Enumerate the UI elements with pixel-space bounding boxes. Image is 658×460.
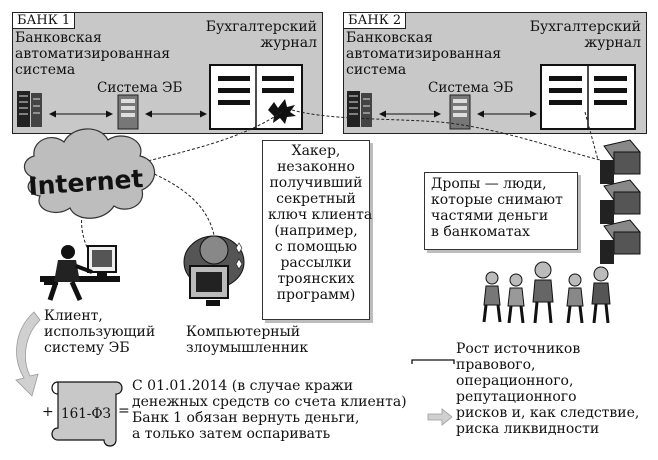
bank-2-journal-book-icon: [540, 64, 636, 130]
internet-cloud-icon: Internet: [23, 128, 156, 219]
bank-1-abs-label: Банковская автоматизированная система: [15, 30, 171, 78]
law-equals-sign: =: [118, 403, 130, 419]
law-scroll-icon: 161-ФЗ: [51, 381, 123, 447]
criminal-label: Компьютерный злоумышленник: [186, 324, 309, 356]
atm-icon-2: [600, 179, 641, 224]
bank-2-eb-label: Система ЭБ: [428, 80, 514, 96]
bank-1-journal-book-icon: [209, 64, 303, 130]
bank-1-eb-server-icon: [117, 94, 139, 130]
bank-1-journal-label: Бухгалтерский журнал: [205, 19, 317, 51]
atm-machines-icon: [600, 139, 641, 264]
atm-icon-1: [600, 139, 641, 184]
risks-bracket: [411, 359, 455, 364]
bank-2-abs-label: Банковская автоматизированная система: [346, 30, 502, 78]
drops-people-icon: [482, 261, 611, 324]
client-at-computer-icon: [40, 245, 120, 302]
atm-icon-3: [600, 219, 641, 264]
bank-2-tag: БАНК 2: [344, 13, 407, 29]
path-journal2-to-atms: [584, 111, 599, 161]
client-label: Клиент, использующий систему ЭБ: [44, 308, 156, 356]
bank-2-server-rack-icon: [347, 91, 372, 127]
law-text: С 01.01.2014 (в случае кражи денежных ср…: [132, 378, 407, 442]
law-scroll-label: 161-ФЗ: [61, 406, 111, 422]
bank-1-tag: БАНК 1: [13, 13, 76, 29]
bank-1-server-rack-icon: [17, 91, 42, 127]
computer-criminal-icon: [183, 235, 245, 306]
bank-2-journal-label: Бухгалтерский журнал: [529, 19, 641, 51]
person-icon-3: [532, 261, 554, 324]
person-icon-5: [591, 266, 611, 324]
hacker-callout: Хакер, незаконно получивший секретный кл…: [262, 140, 372, 320]
law-to-risks-arrow: [427, 408, 453, 426]
bank-2-eb-server-icon: [449, 94, 471, 130]
client-to-law-arrow: [15, 311, 41, 397]
path-internet-to-criminal: [149, 171, 216, 241]
bank-1-eb-label: Система ЭБ: [97, 80, 183, 96]
person-icon-2: [507, 273, 525, 324]
person-icon-1: [482, 271, 502, 323]
law-plus-sign: +: [42, 404, 54, 420]
drops-callout: Дропы — люди, которые снимают частями де…: [424, 172, 578, 250]
person-icon-4: [566, 273, 584, 324]
risks-text: Рост источников правового, операционного…: [456, 341, 640, 437]
